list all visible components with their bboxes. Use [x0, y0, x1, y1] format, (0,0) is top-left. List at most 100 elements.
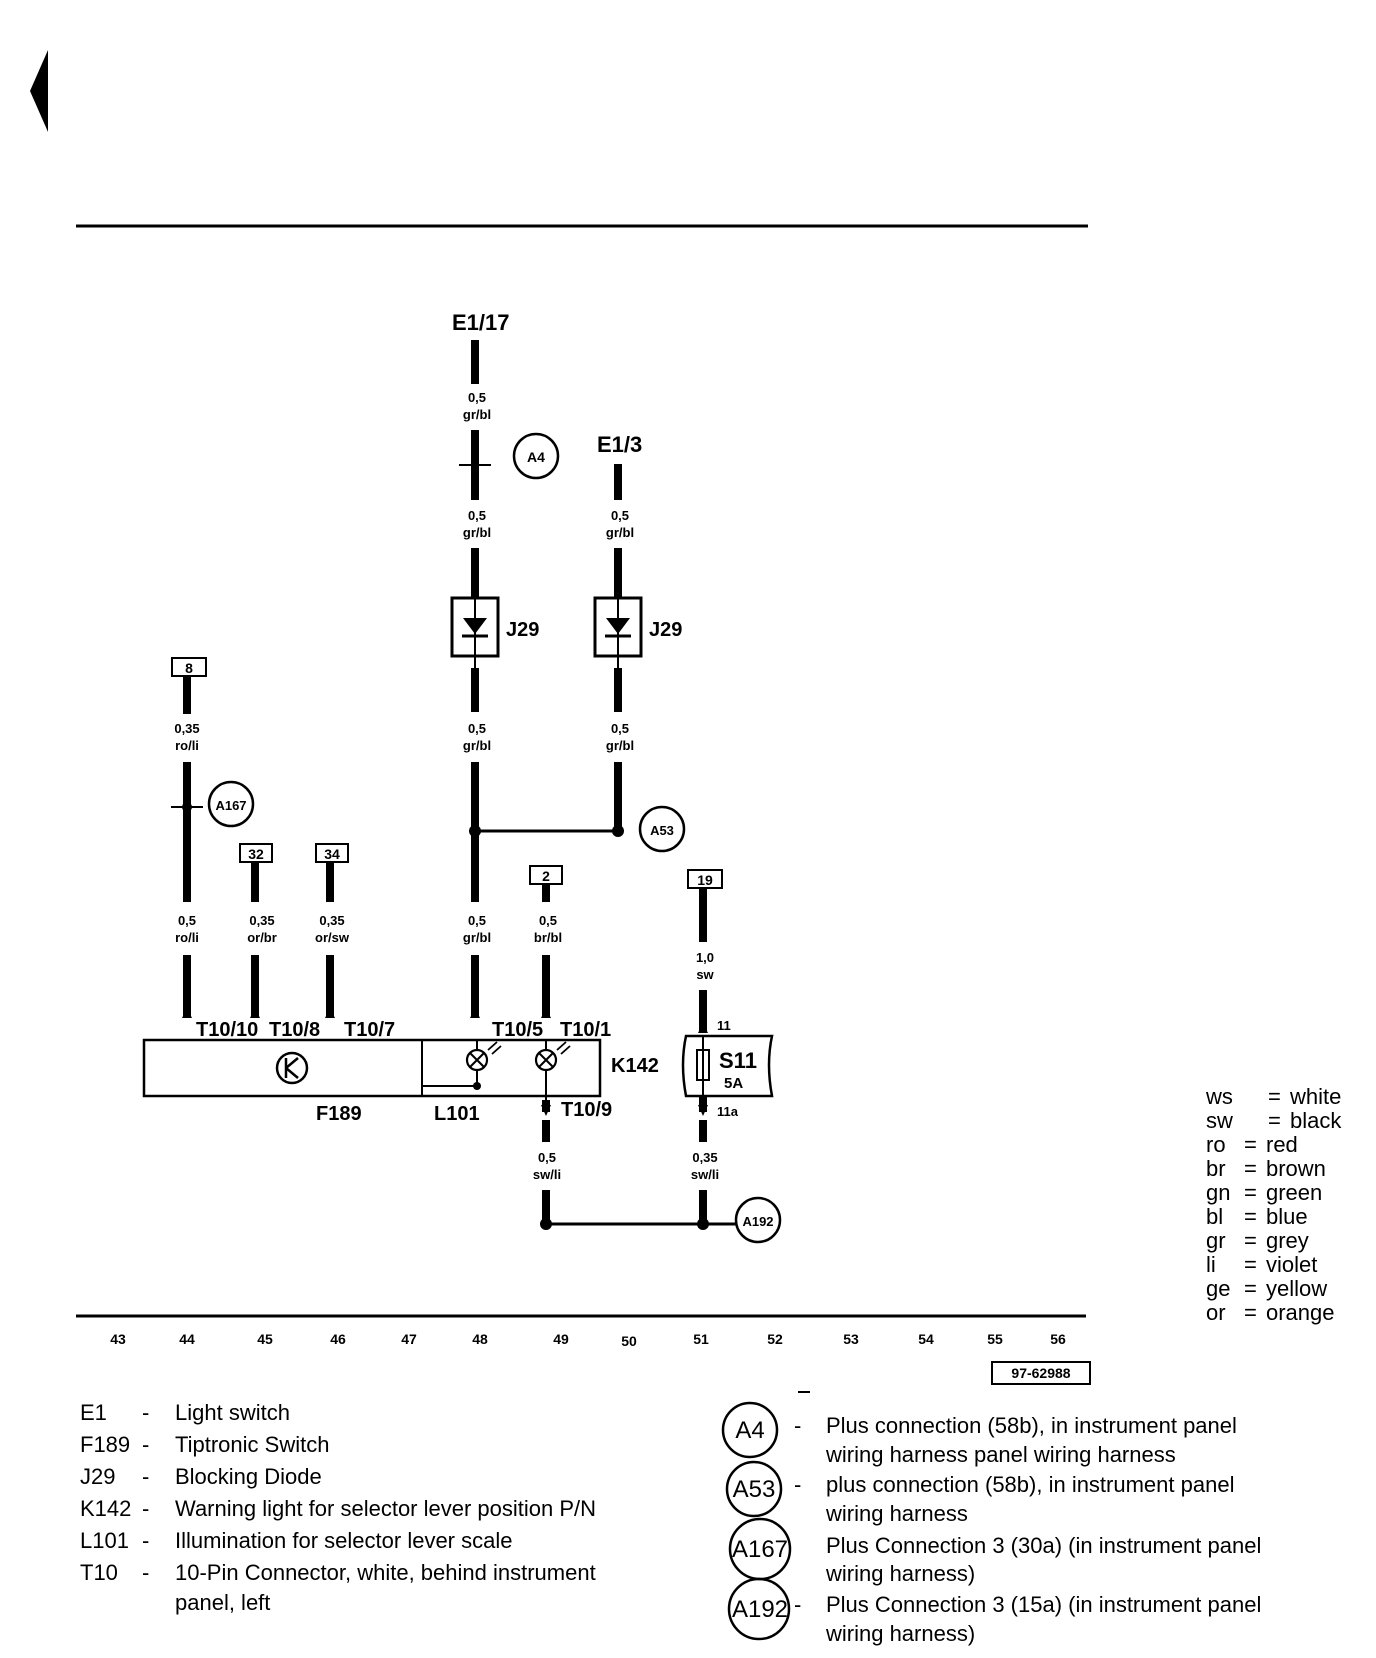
svg-text:10-Pin Connector, white, behin: 10-Pin Connector, white, behind instrume… — [175, 1560, 596, 1585]
svg-text:-: - — [142, 1560, 149, 1585]
svg-text:Warning light for selector lev: Warning light for selector lever positio… — [175, 1496, 596, 1521]
color-name: yellow — [1266, 1276, 1327, 1301]
svg-text:=: = — [1244, 1204, 1257, 1229]
wire-size: 0,5 — [611, 721, 629, 736]
wire-color: sw/li — [691, 1167, 719, 1182]
terminal-box-2-label: 2 — [542, 868, 550, 884]
image-id: 97-62988 — [1011, 1365, 1070, 1381]
color-code: or — [1206, 1300, 1226, 1325]
svg-text:K142: K142 — [80, 1496, 131, 1521]
svg-text:wiring harness panel wiring ha: wiring harness panel wiring harness — [825, 1442, 1176, 1467]
pin-11-label: 11 — [717, 1018, 731, 1033]
svg-text:56: 56 — [1050, 1331, 1066, 1347]
svg-text:J29: J29 — [80, 1464, 115, 1489]
svg-text:47: 47 — [401, 1331, 417, 1347]
s11-label: S11 — [719, 1048, 757, 1073]
pin-11a-label: 11a — [717, 1104, 739, 1119]
wire-size: 0,5 — [468, 390, 486, 405]
color-name: brown — [1266, 1156, 1326, 1181]
color-name: white — [1289, 1084, 1341, 1109]
wire-size: 0,5 — [468, 721, 486, 736]
wire-color: gr/bl — [463, 525, 491, 540]
component-box — [142, 1038, 602, 1098]
svg-text:55: 55 — [987, 1331, 1003, 1347]
svg-text:L101: L101 — [80, 1528, 129, 1553]
wire-color: gr/bl — [463, 738, 491, 753]
color-code: li — [1206, 1252, 1216, 1277]
svg-text:45: 45 — [257, 1331, 273, 1347]
connector-t10-7-label: T10/7 — [344, 1019, 395, 1041]
ground-point-a192-label: A192 — [742, 1214, 773, 1229]
wire-color: sw — [696, 967, 714, 982]
wire-size: 0,5 — [538, 1150, 556, 1165]
color-code: ge — [1206, 1276, 1230, 1301]
wire-color-legend: ws = white sw = black ro = red br = brow… — [1205, 1084, 1342, 1325]
connector-t10-9-label: T10/9 — [561, 1099, 612, 1121]
diode-icon — [606, 618, 630, 634]
tiptronic-switch-icon — [275, 1051, 309, 1085]
color-code: ws — [1205, 1084, 1233, 1109]
svg-text:A167: A167 — [732, 1536, 788, 1563]
svg-text:=: = — [1244, 1300, 1257, 1325]
svg-text:53: 53 — [843, 1331, 859, 1347]
connection-legend: A4 - Plus connection (58b), in instrumen… — [721, 1391, 1261, 1646]
svg-text:-: - — [794, 1413, 801, 1438]
ground-point-a167-label: A167 — [215, 798, 246, 813]
svg-text:-: - — [142, 1496, 149, 1521]
wire-size: 0,35 — [174, 721, 199, 736]
wire-color: ro/li — [175, 930, 199, 945]
svg-text:plus connection (58b), in inst: plus connection (58b), in instrument pan… — [826, 1472, 1234, 1497]
svg-text:A53: A53 — [733, 1476, 776, 1503]
color-code: br — [1206, 1156, 1226, 1181]
svg-text:Plus Connection 3 (30a) (in in: Plus Connection 3 (30a) (in instrument p… — [826, 1533, 1261, 1558]
svg-text:T10: T10 — [80, 1560, 118, 1585]
svg-text:A4: A4 — [735, 1417, 764, 1444]
svg-text:=: = — [1268, 1084, 1281, 1109]
svg-text:wiring harness): wiring harness) — [825, 1621, 975, 1646]
terminal-box-32-label: 32 — [248, 846, 264, 862]
svg-text:Plus connection (58b), in inst: Plus connection (58b), in instrument pan… — [826, 1413, 1237, 1438]
svg-text:Illumination for selector leve: Illumination for selector lever scale — [175, 1528, 512, 1553]
svg-text:Tiptronic Switch: Tiptronic Switch — [175, 1432, 329, 1457]
l101-label: L101 — [434, 1103, 480, 1125]
svg-text:Blocking Diode: Blocking Diode — [175, 1464, 322, 1489]
svg-text:panel, left: panel, left — [175, 1590, 270, 1615]
svg-text:=: = — [1268, 1108, 1281, 1133]
svg-text:E1: E1 — [80, 1400, 107, 1425]
svg-text:Plus Connection 3 (15a) (in in: Plus Connection 3 (15a) (in instrument p… — [826, 1592, 1261, 1617]
wire-size: 1,0 — [696, 950, 714, 965]
wire-color: or/br — [247, 930, 277, 945]
svg-text:50: 50 — [621, 1333, 637, 1349]
svg-text:=: = — [1244, 1156, 1257, 1181]
color-name: orange — [1266, 1300, 1335, 1325]
svg-text:=: = — [1244, 1132, 1257, 1157]
wire-size: 0,5 — [468, 913, 486, 928]
svg-text:52: 52 — [767, 1331, 783, 1347]
color-name: grey — [1266, 1228, 1309, 1253]
svg-text:-: - — [142, 1432, 149, 1457]
svg-text:=: = — [1244, 1228, 1257, 1253]
wire-size: 0,35 — [249, 913, 274, 928]
color-name: red — [1266, 1132, 1298, 1157]
svg-text:-: - — [794, 1472, 801, 1497]
svg-text:54: 54 — [918, 1331, 934, 1347]
svg-text:51: 51 — [693, 1331, 709, 1347]
color-code: ro — [1206, 1132, 1226, 1157]
wire-color: gr/bl — [606, 738, 634, 753]
svg-text:46: 46 — [330, 1331, 346, 1347]
svg-text:48: 48 — [472, 1331, 488, 1347]
triangle-left-icon[interactable] — [30, 50, 48, 132]
terminal-e1-3-label: E1/3 — [597, 432, 642, 457]
svg-text:-: - — [142, 1400, 149, 1425]
color-name: green — [1266, 1180, 1322, 1205]
wire-size: 0,35 — [692, 1150, 717, 1165]
s11-rating-label: 5A — [724, 1075, 743, 1092]
wire-size: 0,35 — [319, 913, 344, 928]
svg-text:wiring harness): wiring harness) — [825, 1561, 975, 1586]
f189-label: F189 — [316, 1103, 362, 1125]
ground-point-a4 — [512, 432, 560, 480]
j29-left-label: J29 — [506, 619, 539, 641]
svg-text:43: 43 — [110, 1331, 126, 1347]
wire-size: 0,5 — [611, 508, 629, 523]
